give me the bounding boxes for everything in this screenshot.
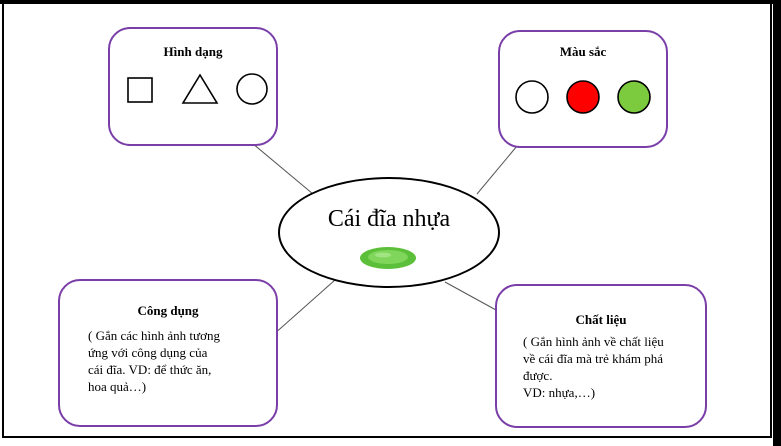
use-line: ứng với công dụng của	[88, 345, 208, 360]
color-swatch	[566, 80, 600, 114]
material-line: VD: nhựa,…)	[523, 385, 596, 400]
use-line: ( Gắn các hình ảnh tương	[88, 328, 220, 343]
diagram-frame	[2, 3, 772, 438]
triangle-icon	[181, 73, 219, 104]
top-edge	[0, 0, 781, 4]
center-node: Cái đĩa nhựa	[278, 177, 500, 288]
shape-box: Hình dạng	[108, 27, 278, 146]
material-box: Chất liệu ( Gắn hình ảnh về chất liệu về…	[495, 284, 707, 428]
use-line: hoa quả…)	[88, 379, 147, 394]
use-box-description: ( Gắn các hình ảnh tương ứng với công dụ…	[88, 327, 278, 395]
circle-icon	[236, 73, 268, 105]
color-swatches	[515, 80, 651, 114]
use-line: cái đĩa. VD: để thức ăn,	[88, 362, 212, 377]
plate-icon	[360, 247, 416, 269]
color-swatch	[617, 80, 651, 114]
connector-color	[476, 145, 518, 195]
connector-shape	[251, 142, 314, 195]
color-swatch	[515, 80, 549, 114]
use-box: Công dụng ( Gắn các hình ảnh tương ứng v…	[58, 279, 278, 427]
material-line: ( Gắn hình ảnh về chất liệu	[523, 334, 664, 349]
use-box-title: Công dụng	[137, 303, 199, 318]
square-icon	[127, 77, 153, 103]
material-box-description: ( Gắn hình ảnh về chất liệu về cái đĩa m…	[523, 333, 707, 401]
material-box-title: Chất liệu	[575, 312, 627, 327]
center-title: Cái đĩa nhựa	[327, 206, 451, 232]
connector-use	[272, 279, 336, 336]
material-line: về cái đĩa mà trẻ khám phá	[523, 351, 664, 366]
color-box-title: Màu sắc	[559, 44, 607, 59]
color-box: Màu sắc	[498, 30, 668, 148]
connector-material	[444, 281, 497, 311]
right-edge	[773, 0, 781, 446]
material-line: được.	[523, 368, 553, 383]
shape-box-title: Hình dạng	[163, 44, 223, 59]
